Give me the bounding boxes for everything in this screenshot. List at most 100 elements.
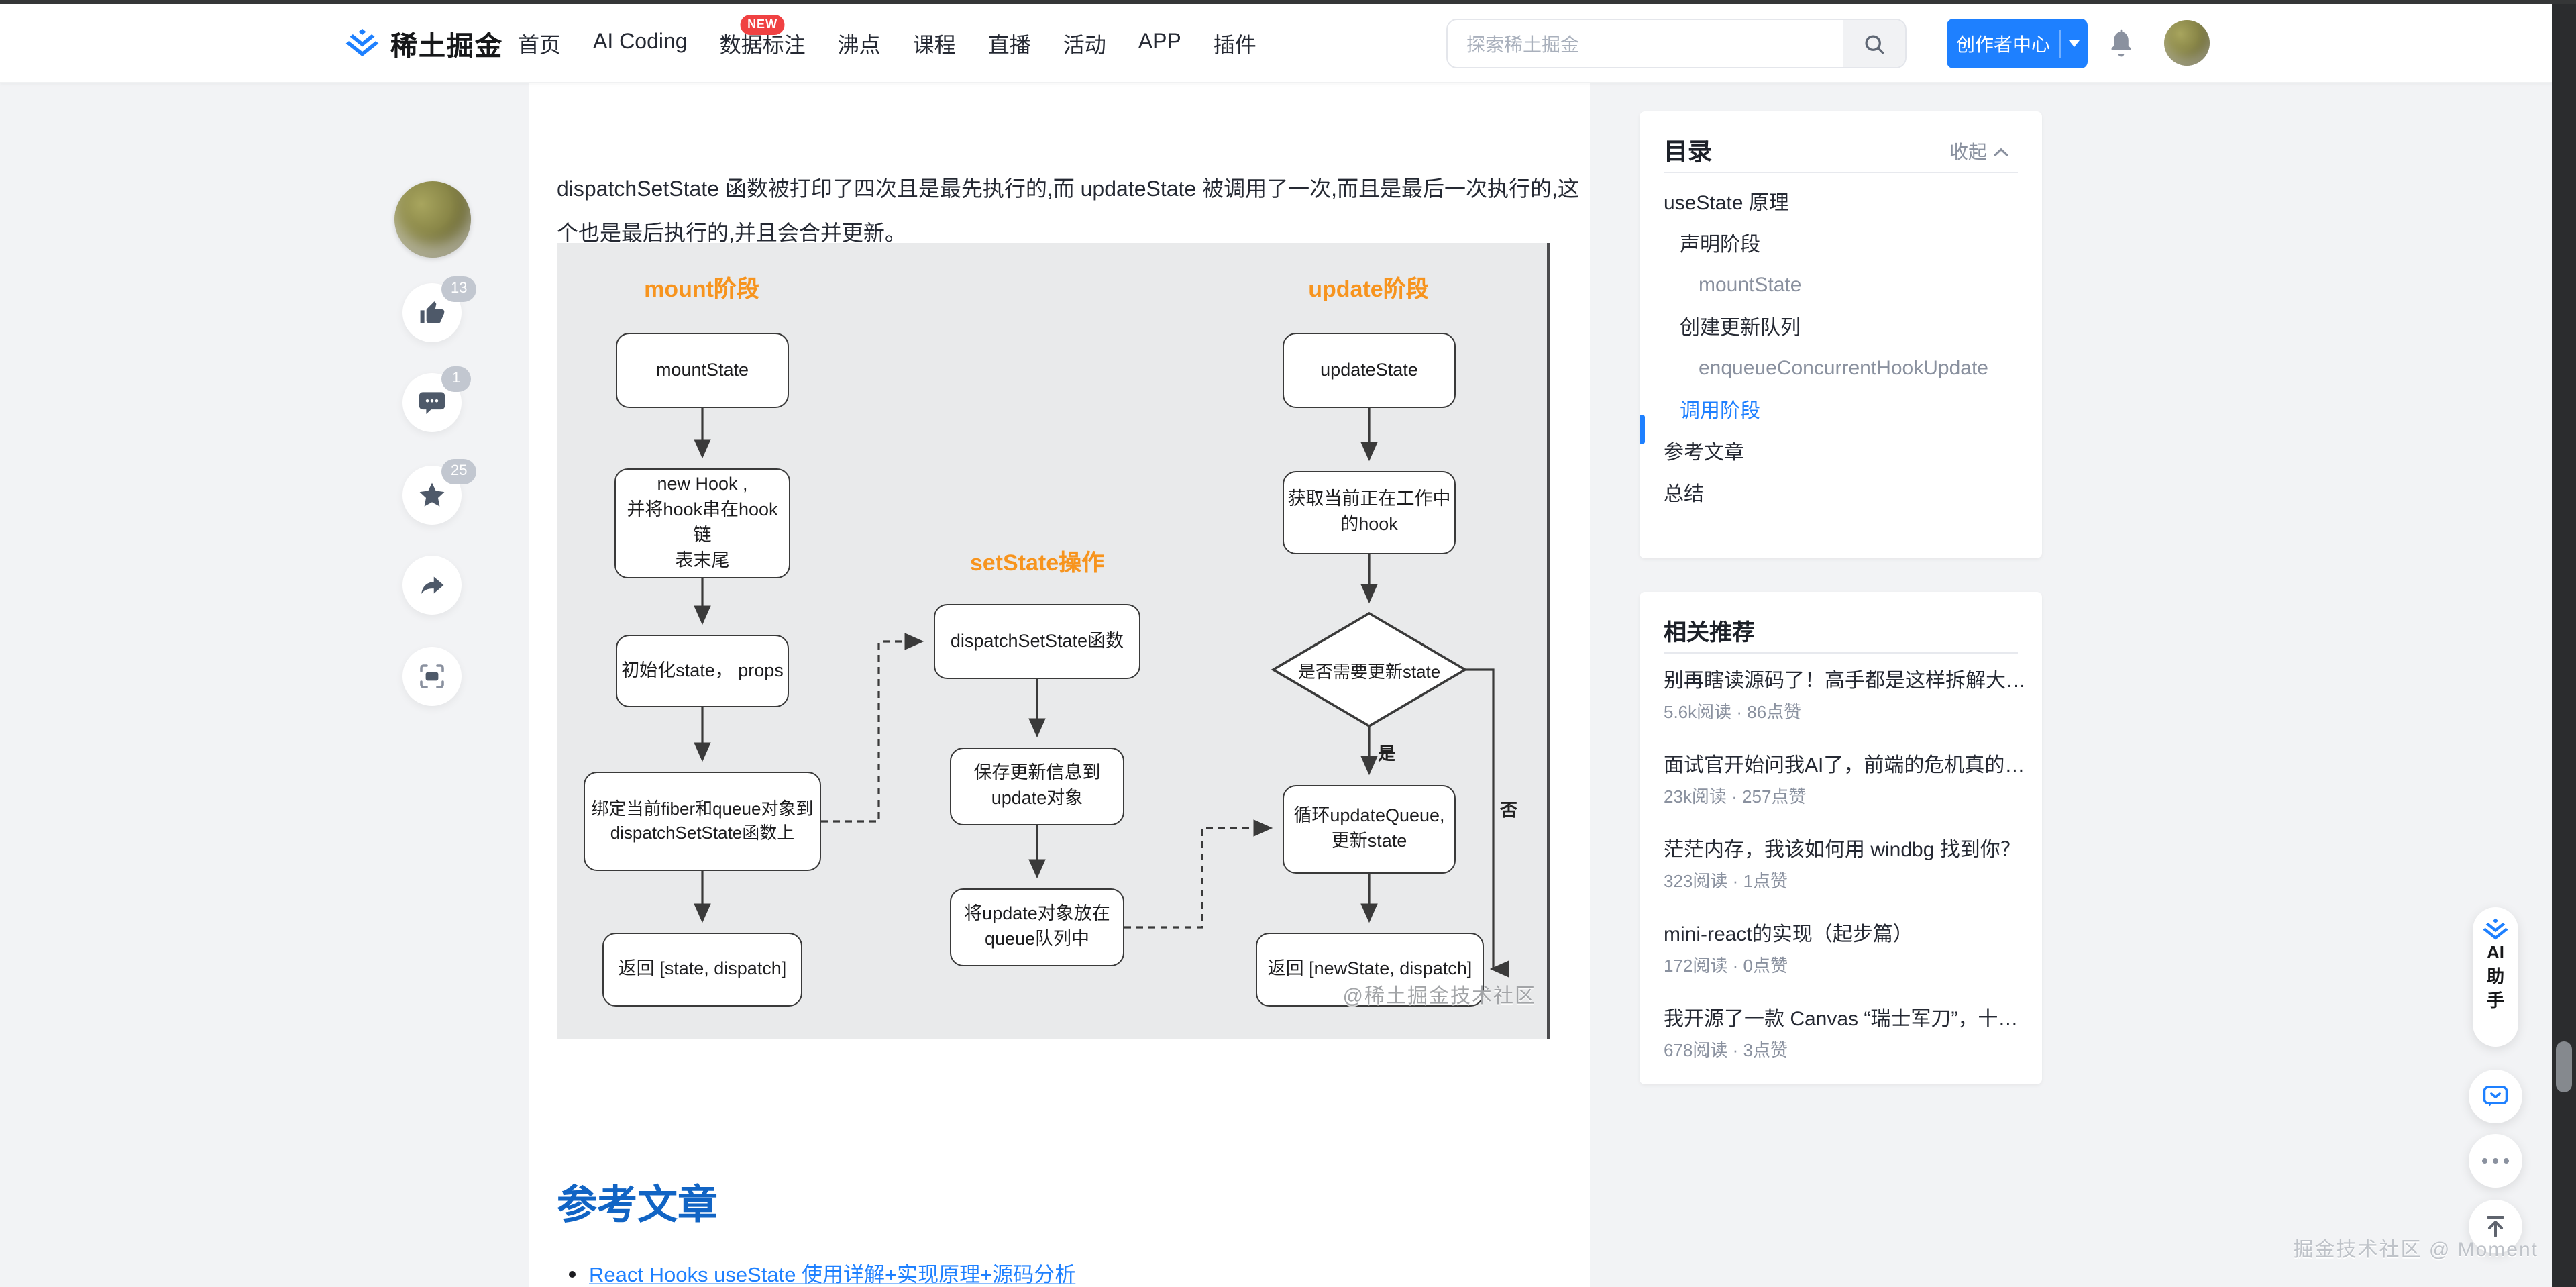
related-list: 别再瞎读源码了！高手都是这样拆解大… 5.6k阅读 · 86点赞面试官开始问我AI… bbox=[1664, 662, 2023, 1084]
new-badge: NEW bbox=[741, 15, 785, 35]
diagram-node: 获取当前正在工作中 的hook bbox=[1283, 471, 1456, 554]
related-article-meta: 323阅读 · 1点赞 bbox=[1664, 871, 1788, 891]
creator-center-button[interactable]: 创作者中心 bbox=[1947, 19, 2088, 68]
toc-collapse-label: 收起 bbox=[1949, 141, 1987, 162]
diagram-node: 返回 [newState, dispatch] bbox=[1256, 933, 1484, 1007]
comment-button[interactable]: 1 bbox=[402, 366, 471, 432]
reference-section-heading: 参考文章 bbox=[557, 1184, 718, 1228]
nav-item-app[interactable]: APP bbox=[1138, 31, 1181, 54]
related-article-4[interactable]: 我开源了一款 Canvas “瑞士军刀”，十… 678阅读 · 3点赞 bbox=[1664, 1004, 2023, 1084]
nav-item-live[interactable]: 直播 bbox=[987, 35, 1031, 58]
ai-assistant-label: AI bbox=[2487, 942, 2504, 962]
screenshot-icon bbox=[420, 664, 444, 688]
divider bbox=[1664, 172, 2018, 173]
nav-item-boiling-point[interactable]: 沸点 bbox=[837, 35, 881, 58]
related-article-2[interactable]: 茫茫内存，我该如何用 windbg 找到你？ 323阅读 · 1点赞 bbox=[1664, 835, 2023, 915]
toc-item-6[interactable]: 参考文章 bbox=[1664, 442, 1745, 464]
toc-item-4[interactable]: enqueueConcurrentHookUpdate bbox=[1699, 357, 1988, 380]
toc-title: 目录 bbox=[1664, 138, 1712, 165]
nav-item-plugin[interactable]: 插件 bbox=[1213, 35, 1256, 58]
related-article-title: 面试官开始问我AI了，前端的危机真的… bbox=[1664, 754, 2023, 777]
related-article-title: 茫茫内存，我该如何用 windbg 找到你？ bbox=[1664, 839, 2021, 862]
diagram-node: 初始化state， props bbox=[616, 635, 789, 707]
diagram-node: 循环updateQueue, 更新state bbox=[1283, 785, 1456, 874]
notification-bell-button[interactable] bbox=[2105, 27, 2137, 59]
nav-item-course[interactable]: 课程 bbox=[912, 35, 956, 58]
juejin-logo[interactable]: 稀土掘金 bbox=[345, 4, 503, 82]
scrollbar-track[interactable] bbox=[2552, 4, 2576, 1287]
diagram-node: 将update对象放在 queue队列中 bbox=[950, 888, 1124, 966]
diagram-edge-label-no: 否 bbox=[1500, 800, 1518, 820]
like-button[interactable]: 13 bbox=[402, 276, 477, 342]
article-content: dispatchSetState 函数被打印了四次且是最先执行的,而 updat… bbox=[529, 82, 1590, 1287]
user-avatar[interactable] bbox=[2164, 20, 2210, 66]
author-avatar[interactable] bbox=[394, 181, 471, 258]
logo-text: 稀土掘金 bbox=[390, 32, 503, 61]
toc-item-7[interactable]: 总结 bbox=[1664, 483, 1705, 506]
toc-item-5-active[interactable]: 调用阶段 bbox=[1680, 400, 1761, 423]
related-article-1[interactable]: 面试官开始问我AI了，前端的危机真的… 23k阅读 · 257点赞 bbox=[1664, 750, 2023, 831]
ai-assistant-label: 手 bbox=[2486, 990, 2504, 1011]
toc-item-1[interactable]: 声明阶段 bbox=[1680, 234, 1761, 256]
related-panel: 相关推荐 别再瞎读源码了！高手都是这样拆解大…5.6k阅读 · 86点赞面试官开… bbox=[1640, 592, 2042, 1084]
like-count-badge: 13 bbox=[441, 276, 477, 302]
divider bbox=[2059, 30, 2061, 58]
ai-assistant-button[interactable]: AI 助 手 bbox=[2473, 907, 2518, 1047]
toc-item-3[interactable]: 创建更新队列 bbox=[1680, 317, 1801, 340]
ai-assistant-label: 助 bbox=[2486, 966, 2504, 986]
diagram-title-setstate: setState操作 bbox=[969, 550, 1105, 576]
bullet bbox=[569, 1270, 576, 1278]
related-article-title: 我开源了一款 Canvas “瑞士军刀”，十… bbox=[1664, 1008, 2019, 1031]
toc-active-indicator bbox=[1640, 415, 1645, 444]
reference-link-0[interactable]: React Hooks useState 使用详解+实现原理+源码分析 bbox=[589, 1264, 1076, 1287]
share-arrow-icon bbox=[421, 576, 444, 595]
flow-diagram-image: mount阶段 setState操作 update阶段 mountState n… bbox=[557, 243, 1550, 1039]
diagram-node: dispatchSetState函数 bbox=[934, 604, 1140, 679]
related-article-meta: 23k阅读 · 257点赞 bbox=[1664, 786, 1807, 807]
toc-collapse-button[interactable]: 收起 bbox=[1949, 138, 2008, 165]
nav-item-ai-coding[interactable]: AI Coding bbox=[593, 31, 688, 54]
diagram-node: mountState bbox=[616, 333, 789, 408]
related-article-title: 别再瞎读源码了！高手都是这样拆解大… bbox=[1664, 670, 2023, 692]
toc-list: useState 原理声明阶段 mountState 创建更新队列 enqueueCo… bbox=[1664, 181, 2029, 514]
related-article-title: mini-react的实现（起步篇） bbox=[1664, 923, 1913, 946]
reference-link-list: React Hooks useState 使用详解+实现原理+源码分析「reac… bbox=[569, 1257, 1075, 1287]
diagram-node: 绑定当前fiber和queue对象到 dispatchSetState函数上 bbox=[584, 772, 821, 871]
scrollbar-thumb[interactable] bbox=[2556, 1041, 2572, 1092]
diagram-node: updateState bbox=[1283, 333, 1456, 408]
chevron-up-icon bbox=[1994, 147, 2008, 156]
creator-center-label: 创作者中心 bbox=[1956, 33, 2050, 54]
diagram-watermark: @稀土掘金技术社区 bbox=[1342, 985, 1536, 1008]
feedback-chat-icon bbox=[2483, 1086, 2508, 1107]
diagram-title-mount: mount阶段 bbox=[644, 276, 759, 302]
related-article-meta: 5.6k阅读 · 86点赞 bbox=[1664, 702, 1802, 722]
share-button[interactable] bbox=[402, 556, 462, 615]
toc-item-0[interactable]: useState 原理 bbox=[1664, 192, 1789, 215]
related-article-meta: 678阅读 · 3点赞 bbox=[1664, 1040, 1788, 1060]
search-input[interactable] bbox=[1448, 20, 1843, 67]
thumbs-up-icon bbox=[420, 301, 445, 323]
capture-button[interactable] bbox=[402, 647, 462, 706]
nav-item-home[interactable]: 首页 bbox=[518, 35, 561, 58]
search-button[interactable] bbox=[1843, 20, 1905, 67]
back-to-top-button[interactable] bbox=[2469, 1200, 2522, 1253]
nav-item-activity[interactable]: 活动 bbox=[1063, 35, 1106, 58]
toc-item-2[interactable]: mountState bbox=[1699, 274, 1802, 297]
diagram-title-update: update阶段 bbox=[1308, 276, 1429, 302]
creator-dropdown-toggle[interactable] bbox=[2061, 40, 2088, 47]
toc-panel: 目录 收起 useState 原理声明阶段 mountState 创建更新队列 enq… bbox=[1640, 111, 2042, 558]
diagram-node: new Hook , 并将hook串在hook链 表末尾 bbox=[614, 468, 790, 578]
related-article-0[interactable]: 别再瞎读源码了！高手都是这样拆解大… 5.6k阅读 · 86点赞 bbox=[1664, 666, 2023, 746]
feedback-button[interactable] bbox=[2469, 1070, 2522, 1123]
chevron-down-icon bbox=[2069, 40, 2080, 47]
bell-icon bbox=[2111, 29, 2131, 57]
more-actions-button[interactable] bbox=[2469, 1134, 2522, 1188]
collect-button[interactable]: 25 bbox=[402, 459, 477, 525]
related-article-3[interactable]: mini-react的实现（起步篇）172阅读 · 0点赞 bbox=[1664, 919, 2023, 1000]
comment-count-badge: 1 bbox=[441, 366, 471, 392]
diagram-decision-node: 是否需要更新state bbox=[1297, 661, 1441, 681]
